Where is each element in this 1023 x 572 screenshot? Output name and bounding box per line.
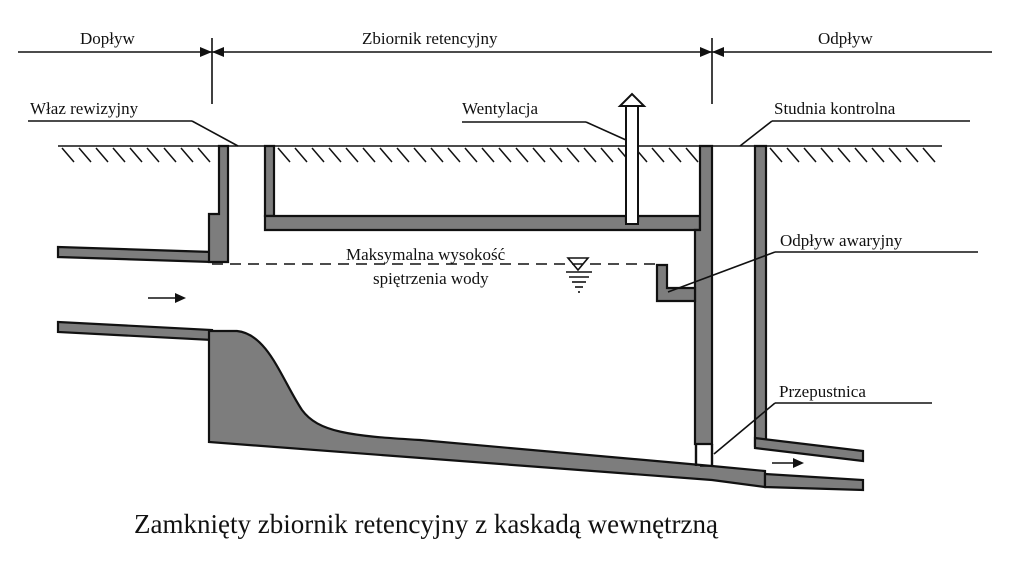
label-max-level-line1: Maksymalna wysokość <box>346 245 506 264</box>
ground-hatch-mark <box>328 147 342 163</box>
flow-arrow-out <box>772 458 804 468</box>
ground-hatch-mark <box>854 147 868 163</box>
ground-hatch-mark <box>294 147 308 163</box>
leader-control-well-tip <box>739 120 773 147</box>
outflow-pipe <box>753 436 865 492</box>
label-ventilation: Wentylacja <box>462 99 538 118</box>
ground-hatch-mark <box>532 147 546 163</box>
emergency-overflow-pipe <box>655 263 697 303</box>
ground-hatch-mark <box>277 147 291 163</box>
ground-hatch-mark <box>498 147 512 163</box>
ground-hatch-mark <box>61 147 75 163</box>
ground-hatch-mark <box>413 147 427 163</box>
ground-hatch-mark <box>396 147 410 163</box>
diagram-caption: Zamknięty zbiornik retencyjny z kaskadą … <box>134 509 719 539</box>
ground-hatch-mark <box>651 147 665 163</box>
ground-hatch-mark <box>379 147 393 163</box>
ground-hatch-mark <box>515 147 529 163</box>
ground-hatch-mark <box>820 147 834 163</box>
ground-hatch-mark <box>549 147 563 163</box>
ground-hatch-mark <box>922 147 936 163</box>
ground-hatch-mark <box>481 147 495 163</box>
ground-hatch-mark <box>583 147 597 163</box>
leader-manhole-tip <box>191 120 239 147</box>
ventilation-pipe <box>617 92 647 225</box>
cascade-floor <box>207 329 767 489</box>
leader-ventilation-tip <box>585 121 627 141</box>
partition-wall <box>693 144 714 446</box>
label-inflow: Dopływ <box>80 29 136 48</box>
ground-hatch-mark <box>685 147 699 163</box>
ground-hatch-mark <box>447 147 461 163</box>
throttle <box>694 444 714 467</box>
ground-hatch-mark <box>311 147 325 163</box>
ground-hatch-mark <box>668 147 682 163</box>
control-well-right-wall <box>753 144 768 448</box>
ground-surface <box>58 145 942 163</box>
manhole-shaft <box>207 144 276 264</box>
label-manhole: Właz rewizyjny <box>30 99 139 118</box>
ground-hatch-mark <box>837 147 851 163</box>
ground-hatch-mark <box>430 147 444 163</box>
ground-hatch-mark <box>95 147 109 163</box>
ground-hatch-mark <box>803 147 817 163</box>
ground-hatch-mark <box>362 147 376 163</box>
ground-hatch-mark <box>566 147 580 163</box>
water-level-icon <box>566 257 592 293</box>
leader-emergency-tip <box>667 251 776 293</box>
label-tank-section: Zbiornik retencyjny <box>362 29 498 48</box>
ground-hatch-mark <box>129 147 143 163</box>
ground-hatch-mark <box>786 147 800 163</box>
flow-arrow-in <box>148 293 186 303</box>
ground-hatch-mark <box>197 147 211 163</box>
ground-hatch-mark <box>112 147 126 163</box>
label-throttle: Przepustnica <box>779 382 866 401</box>
ground-hatch-mark <box>769 147 783 163</box>
ground-hatch-mark <box>905 147 919 163</box>
ground-hatch-mark <box>888 147 902 163</box>
leader-throttle-tip <box>713 402 776 455</box>
label-outflow: Odpływ <box>818 29 874 48</box>
ground-hatch-mark <box>78 147 92 163</box>
section-dimension-line <box>18 38 992 104</box>
label-control-well: Studnia kontrolna <box>774 99 896 118</box>
ground-hatch-mark <box>464 147 478 163</box>
ground-hatch-mark <box>163 147 177 163</box>
ground-hatch-mark <box>345 147 359 163</box>
label-emergency-outflow: Odpływ awaryjny <box>780 231 903 250</box>
ground-hatch-mark <box>180 147 194 163</box>
label-max-level-line2: spiętrzenia wody <box>373 269 489 288</box>
inflow-pipe <box>56 245 214 342</box>
ground-hatch-mark <box>600 147 614 163</box>
ground-hatch-mark <box>871 147 885 163</box>
ground-hatch-mark <box>146 147 160 163</box>
